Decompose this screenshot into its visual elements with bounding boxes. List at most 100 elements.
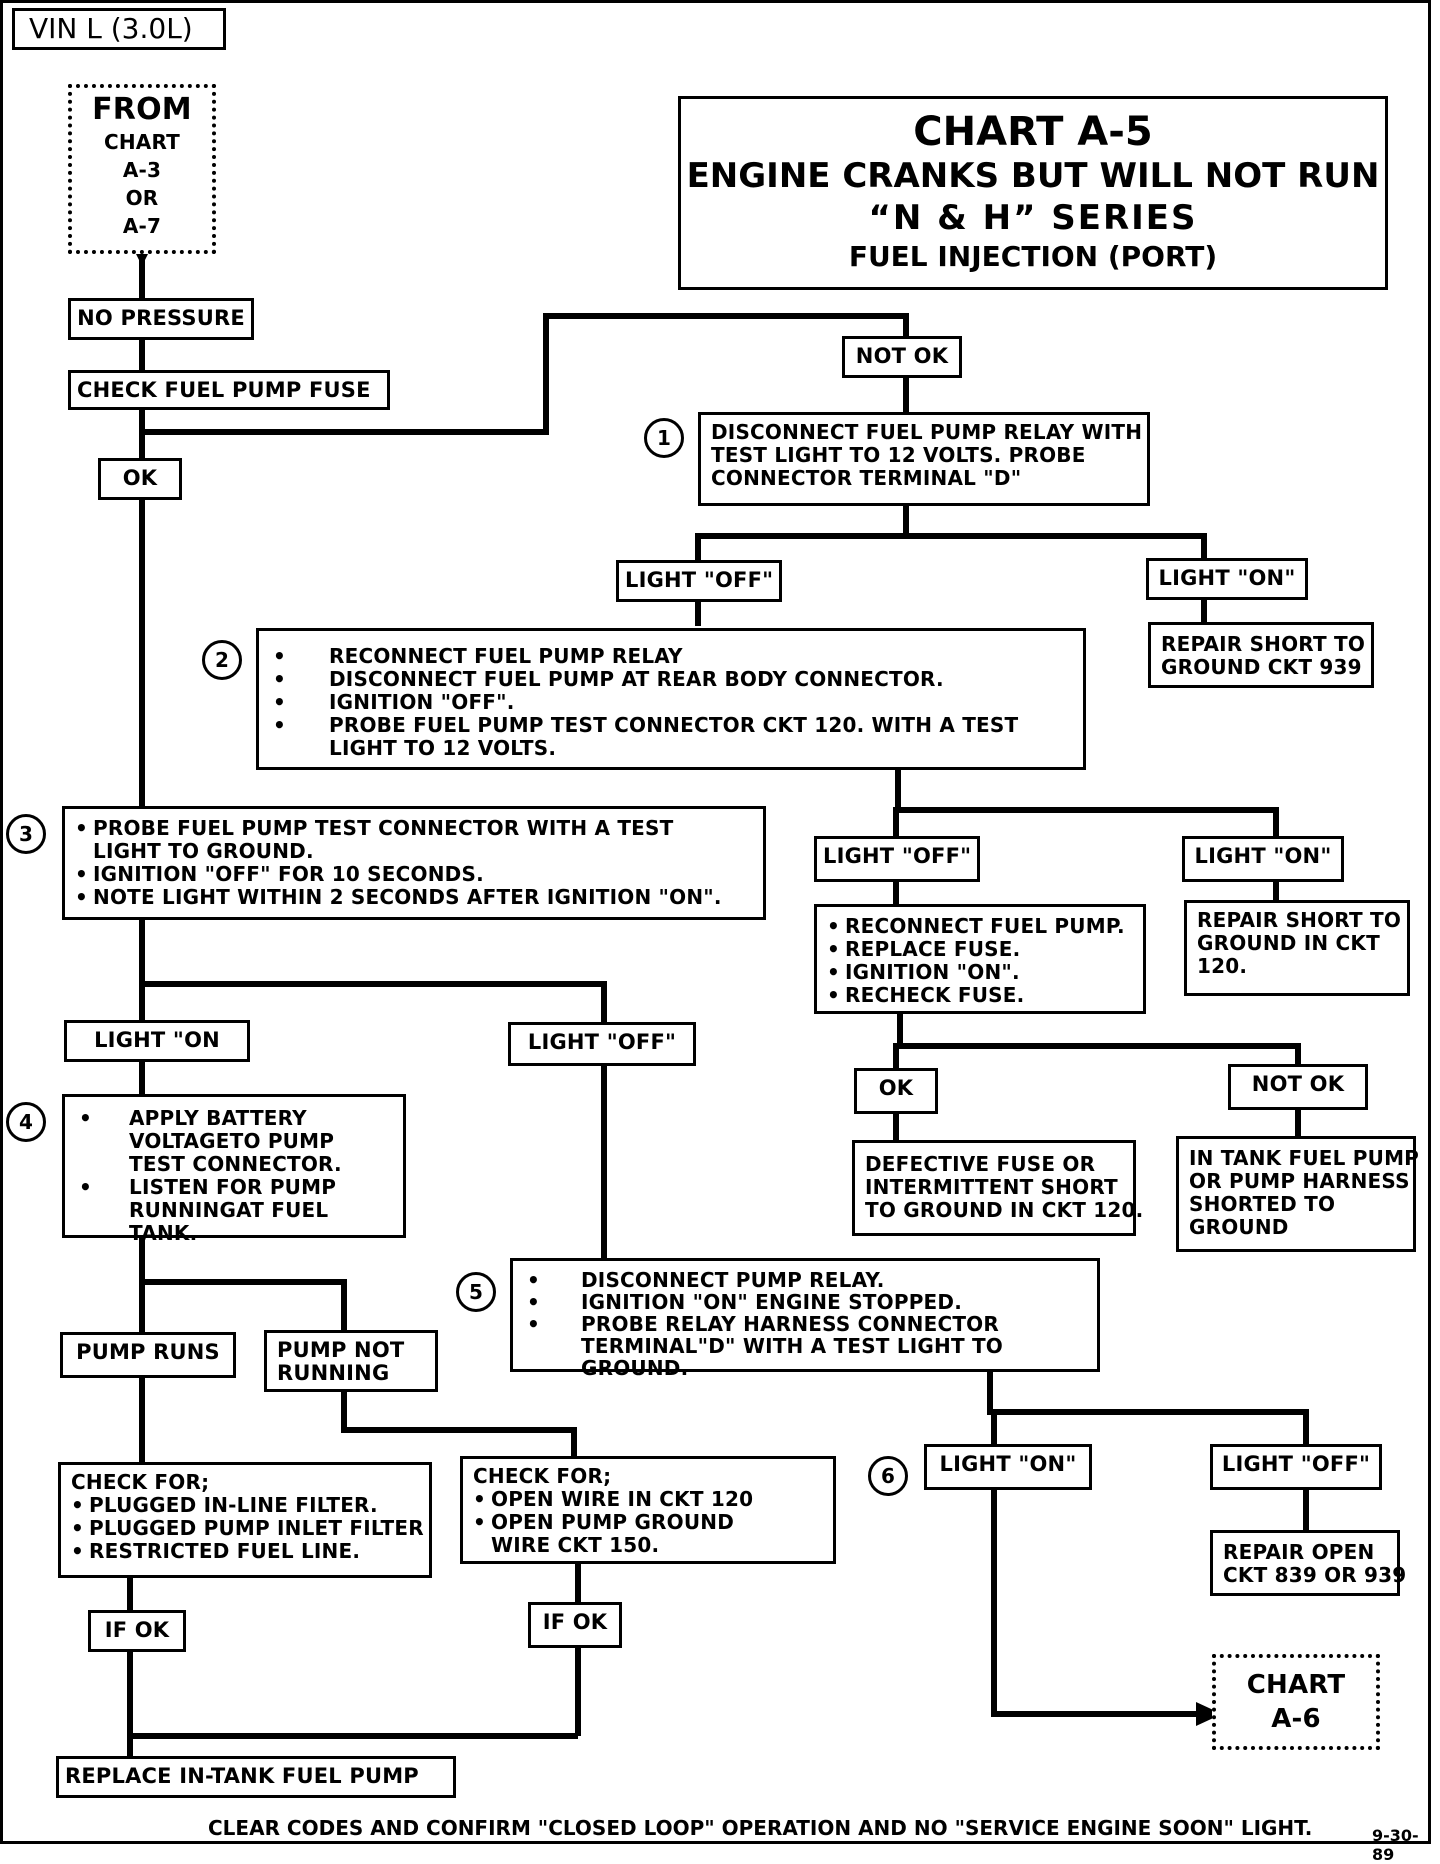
step-1-line: DISCONNECT FUEL PUMP RELAY WITH xyxy=(711,420,1143,444)
light-on-box-1: LIGHT "ON" xyxy=(1146,558,1308,600)
repair-short-120-line: 120. xyxy=(1197,954,1248,978)
step-2-box: RECONNECT FUEL PUMP RELAY DISCONNECT FUE… xyxy=(256,628,1086,770)
step-2-item: IGNITION "OFF". xyxy=(269,691,1073,715)
if-ok-box-1: IF OK xyxy=(88,1610,186,1652)
check-wires-heading: CHECK FOR; xyxy=(473,1464,612,1488)
check-filters-item: PLUGGED IN-LINE FILTER. xyxy=(71,1494,419,1518)
date-stamp: 9-30-89 xyxy=(1372,1826,1419,1864)
check-filters-box: CHECK FOR; PLUGGED IN-LINE FILTER. PLUGG… xyxy=(58,1462,432,1578)
step-3-marker: 3 xyxy=(6,814,46,854)
step-5-item: PROBE RELAY HARNESS CONNECTOR TERMINAL"D… xyxy=(523,1313,1031,1379)
step-1-line: CONNECTOR TERMINAL "D" xyxy=(711,466,1022,490)
check-filters-heading: CHECK FOR; xyxy=(71,1470,210,1494)
step-4-marker: 4 xyxy=(6,1102,46,1142)
ok-box-1: OK xyxy=(98,458,182,500)
light-off-box-1: LIGHT "OFF" xyxy=(616,560,782,602)
if-ok-box-2: IF OK xyxy=(528,1602,622,1648)
step-2-item: PROBE FUEL PUMP TEST CONNECTOR CKT 120. … xyxy=(269,714,1049,760)
reconnect-item: RECONNECT FUEL PUMP. xyxy=(827,915,1133,939)
light-off-box-6: LIGHT "OFF" xyxy=(1210,1444,1382,1490)
defective-fuse-line: TO GROUND IN CKT 120. xyxy=(865,1198,1144,1222)
check-filters-item: RESTRICTED FUEL LINE. xyxy=(71,1540,419,1564)
check-filters-list: PLUGGED IN-LINE FILTER. PLUGGED PUMP INL… xyxy=(71,1494,424,1564)
step-4-list: APPLY BATTERY VOLTAGETO PUMP TEST CONNEC… xyxy=(75,1107,393,1245)
check-wires-box: CHECK FOR; OPEN WIRE IN CKT 120 OPEN PUM… xyxy=(460,1456,836,1564)
step-5-list: DISCONNECT PUMP RELAY. IGNITION "ON" ENG… xyxy=(523,1269,1087,1379)
step-5-marker: 5 xyxy=(456,1272,496,1312)
step-5-item: DISCONNECT PUMP RELAY. xyxy=(523,1269,1087,1291)
light-off-box-3: LIGHT "OFF" xyxy=(508,1022,696,1066)
not-ok-box-2: NOT OK xyxy=(1228,1064,1368,1110)
step-4-box: APPLY BATTERY VOLTAGETO PUMP TEST CONNEC… xyxy=(62,1094,406,1245)
step-3-box: PROBE FUEL PUMP TEST CONNECTOR WITH A TE… xyxy=(62,806,766,920)
chart-title-box: CHART A-5 ENGINE CRANKS BUT WILL NOT RUN… xyxy=(678,96,1388,290)
repair-open-line: CKT 839 OR 939 xyxy=(1223,1563,1407,1587)
pump-runs-box: PUMP RUNS xyxy=(60,1332,236,1378)
in-tank-short-line: SHORTED TO xyxy=(1189,1192,1336,1216)
reconnect-item: RECHECK FUSE. xyxy=(827,984,1133,1008)
check-wires-list: OPEN WIRE IN CKT 120 OPEN PUMP GROUND WI… xyxy=(473,1488,823,1557)
step-1-marker: 1 xyxy=(644,418,684,458)
ok-box-2: OK xyxy=(854,1068,938,1114)
chart-subtitle: ENGINE CRANKS BUT WILL NOT RUN xyxy=(686,156,1380,196)
to-chart-a6: A-6 xyxy=(1271,1704,1321,1734)
step-2-marker: 2 xyxy=(202,640,242,680)
check-wires-item: OPEN PUMP GROUND WIRE CKT 150. xyxy=(473,1511,791,1557)
step-6-marker: 6 xyxy=(868,1456,908,1496)
in-tank-short-line: IN TANK FUEL PUMP xyxy=(1189,1146,1420,1170)
from-label: FROM xyxy=(92,92,192,127)
check-filters-item: PLUGGED PUMP INLET FILTER xyxy=(71,1517,424,1541)
reconnect-fuel-pump-box: RECONNECT FUEL PUMP. REPLACE FUSE. IGNIT… xyxy=(814,904,1146,1014)
step-3-list: PROBE FUEL PUMP TEST CONNECTOR WITH A TE… xyxy=(75,817,753,910)
replace-pump-box: REPLACE IN-TANK FUEL PUMP xyxy=(56,1756,456,1798)
step-3-item: NOTE LIGHT WITHIN 2 SECONDS AFTER IGNITI… xyxy=(75,886,753,910)
pump-not-running-line: RUNNING xyxy=(277,1361,390,1385)
step-4-item: LISTEN FOR PUMP RUNNINGAT FUEL TANK. xyxy=(75,1176,393,1245)
from-chart-box: FROM CHART A-3 OR A-7 xyxy=(68,84,216,254)
no-pressure-box: NO PRESSURE xyxy=(68,298,254,340)
step-5-box: DISCONNECT PUMP RELAY. IGNITION "ON" ENG… xyxy=(510,1258,1100,1379)
step-2-item: RECONNECT FUEL PUMP RELAY xyxy=(269,645,1073,669)
defective-fuse-line: DEFECTIVE FUSE OR xyxy=(865,1152,1096,1176)
light-on-box-6: LIGHT "ON" xyxy=(924,1444,1092,1490)
repair-short-939-line: REPAIR SHORT TO xyxy=(1161,632,1366,656)
light-on-box-2: LIGHT "ON" xyxy=(1182,836,1344,882)
defective-fuse-line: INTERMITTENT SHORT xyxy=(865,1175,1118,1199)
repair-open-box: REPAIR OPEN CKT 839 OR 939 xyxy=(1210,1530,1407,1596)
to-chart-box: CHART A-6 xyxy=(1212,1654,1380,1750)
not-ok-box-1: NOT OK xyxy=(842,336,962,378)
from-chart-a7: A-7 xyxy=(122,214,162,238)
step-5-item: IGNITION "ON" ENGINE STOPPED. xyxy=(523,1291,1087,1313)
repair-short-939-line: GROUND CKT 939 xyxy=(1161,655,1362,679)
reconnect-list: RECONNECT FUEL PUMP. REPLACE FUSE. IGNIT… xyxy=(827,915,1133,1008)
in-tank-short-line: OR PUMP HARNESS xyxy=(1189,1169,1410,1193)
step-3-item: PROBE FUEL PUMP TEST CONNECTOR WITH A TE… xyxy=(75,817,713,863)
from-or: OR xyxy=(125,186,159,210)
step-1-line: TEST LIGHT TO 12 VOLTS. PROBE xyxy=(711,443,1086,467)
check-fuse-box: CHECK FUEL PUMP FUSE xyxy=(68,370,390,410)
light-off-box-2: LIGHT "OFF" xyxy=(814,836,980,882)
to-chart-word: CHART xyxy=(1246,1670,1346,1700)
light-on-box-3: LIGHT "ON xyxy=(64,1020,250,1062)
from-chart-word: CHART xyxy=(103,130,181,154)
chart-system: FUEL INJECTION (PORT) xyxy=(848,240,1218,273)
reconnect-item: IGNITION "ON". xyxy=(827,961,1133,985)
from-chart-a3: A-3 xyxy=(122,158,162,182)
repair-short-120-line: REPAIR SHORT TO xyxy=(1197,908,1402,932)
vin-label: VIN L (3.0L) xyxy=(12,8,226,50)
in-tank-short-box: IN TANK FUEL PUMP OR PUMP HARNESS SHORTE… xyxy=(1176,1136,1420,1252)
repair-short-939-box: REPAIR SHORT TO GROUND CKT 939 xyxy=(1148,622,1374,688)
step-2-list: RECONNECT FUEL PUMP RELAY DISCONNECT FUE… xyxy=(269,645,1073,760)
chart-series: “N & H” SERIES xyxy=(868,198,1198,238)
footer-note: CLEAR CODES AND CONFIRM "CLOSED LOOP" OP… xyxy=(208,1816,1313,1840)
pump-not-running-box: PUMP NOT RUNNING xyxy=(264,1330,438,1392)
reconnect-item: REPLACE FUSE. xyxy=(827,938,1133,962)
step-1-box: DISCONNECT FUEL PUMP RELAY WITH TEST LIG… xyxy=(698,412,1150,506)
check-wires-item: OPEN WIRE IN CKT 120 xyxy=(473,1488,823,1512)
step-3-item: IGNITION "OFF" FOR 10 SECONDS. xyxy=(75,863,753,887)
defective-fuse-box: DEFECTIVE FUSE OR INTERMITTENT SHORT TO … xyxy=(852,1140,1144,1236)
repair-open-line: REPAIR OPEN xyxy=(1223,1540,1375,1564)
step-2-item: DISCONNECT FUEL PUMP AT REAR BODY CONNEC… xyxy=(269,668,1073,692)
